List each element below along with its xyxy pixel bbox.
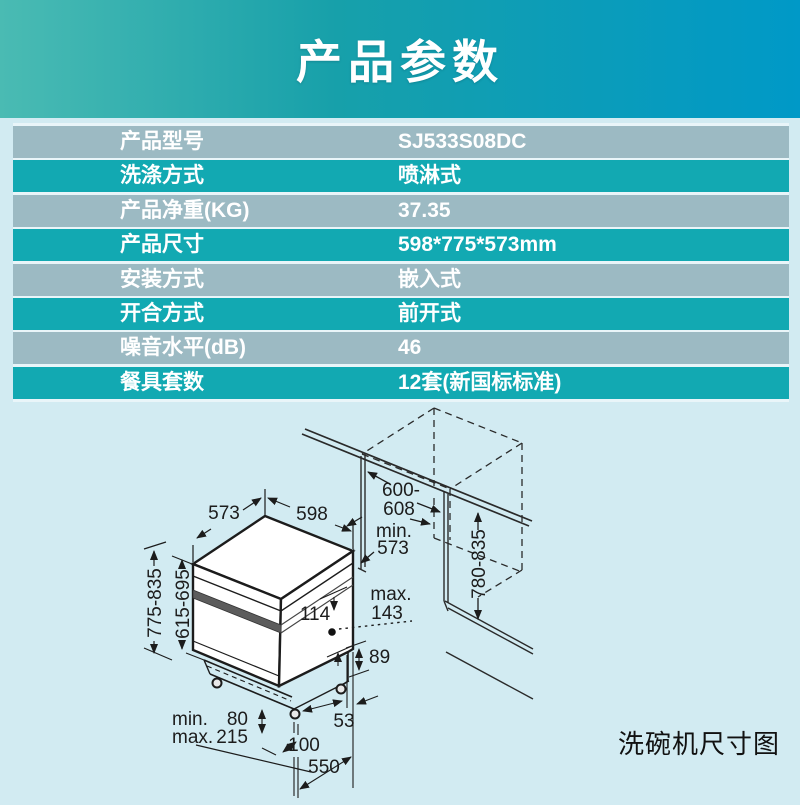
dim-niche-width-2: 608 <box>383 499 415 520</box>
row-value: 46 <box>398 336 422 360</box>
table-row: 产品净重(KG) 37.35 <box>13 194 789 227</box>
niche-left-wall <box>357 454 367 573</box>
plinth-max-value: 215 <box>216 727 248 748</box>
row-value: 37.35 <box>398 198 451 222</box>
bottom-dimensions <box>261 695 379 790</box>
dim-550: 550 <box>308 757 340 778</box>
table-row: 产品型号 SJ533S08DC <box>13 126 789 158</box>
dim-143: 143 <box>371 603 403 624</box>
plinth-max-label: max. <box>172 727 213 748</box>
diagram-caption: 洗碗机尺寸图 <box>618 729 781 759</box>
top-dimension-lines <box>192 489 354 562</box>
row-value: 12套(新国标标准) <box>398 370 562 394</box>
countertop <box>301 428 533 527</box>
dim-114: 114 <box>300 604 331 625</box>
row-label: 产品型号 <box>120 130 204 153</box>
bottom-extension-lines <box>293 652 354 798</box>
plinth-min-value: 80 <box>227 709 248 730</box>
dim-max-label: max. <box>370 584 411 605</box>
dim-53: 53 <box>333 711 354 732</box>
left-dimension-lines <box>143 541 193 654</box>
row-value: SJ533S08DC <box>398 130 527 153</box>
dim-width-598: 598 <box>296 504 328 525</box>
row-label: 洗涤方式 <box>120 164 204 188</box>
dim-depth-573: 573 <box>208 503 240 524</box>
row-value: 喷淋式 <box>398 164 461 188</box>
dim-89: 89 <box>369 647 390 668</box>
dim-door-height: 615-695 <box>173 569 194 639</box>
dimension-diagram: 573 598 600- 608 min. 573 775-835 615-69… <box>0 400 800 800</box>
dim-niche-depth-min: min. <box>376 521 412 542</box>
table-row: 安装方式 嵌入式 <box>13 263 789 296</box>
table-row: 噪音水平(dB) 46 <box>13 332 789 365</box>
page-header: 产品参数 <box>0 0 800 118</box>
row-label: 噪音水平(dB) <box>120 336 246 360</box>
row-label: 产品净重(KG) <box>120 198 250 222</box>
handle-reference-dot <box>328 628 336 636</box>
dim-niche-width-1: 600- <box>382 480 420 501</box>
dim-100: 100 <box>288 735 320 756</box>
dishwasher-dimension-drawing: 573 598 600- 608 min. 573 775-835 615-69… <box>143 407 534 798</box>
step-89-dimension <box>345 640 370 678</box>
table-row: 产品尺寸 598*775*573mm <box>13 229 789 262</box>
plinth-min-label: min. <box>172 709 208 730</box>
row-label: 开合方式 <box>120 301 204 325</box>
spec-table: 产品型号 SJ533S08DC 洗涤方式 喷淋式 产品净重(KG) 37.35 … <box>13 123 789 402</box>
side-panel <box>443 492 534 700</box>
dim-niche-depth-573: 573 <box>377 538 409 559</box>
niche-dimension-arrows <box>346 471 441 564</box>
row-value: 嵌入式 <box>398 267 461 291</box>
page-title: 产品参数 <box>296 36 504 88</box>
row-value: 前开式 <box>398 301 461 325</box>
dishwasher-body <box>190 514 356 688</box>
adjustable-feet <box>211 677 347 720</box>
table-row: 餐具套数 12套(新国标标准) <box>13 366 789 399</box>
dim-total-height: 775-835 <box>145 568 166 638</box>
dim-panel-height: 780-835 <box>469 529 490 599</box>
row-value: 598*775*573mm <box>398 233 557 257</box>
table-row: 开合方式 前开式 <box>13 297 789 330</box>
row-label: 安装方式 <box>120 267 204 291</box>
worktop-slab-line <box>192 562 354 612</box>
table-row: 洗涤方式 喷淋式 <box>13 160 789 193</box>
row-label: 产品尺寸 <box>120 233 204 257</box>
row-label: 餐具套数 <box>120 370 204 394</box>
